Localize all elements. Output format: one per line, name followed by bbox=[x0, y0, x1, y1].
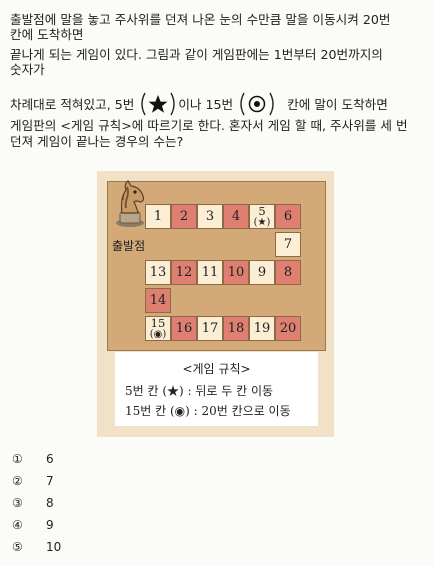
question-line-2: 칸에 도착하면 bbox=[10, 27, 84, 42]
board-cell-19: 19 bbox=[249, 316, 275, 341]
board-cell-5: 5(★) bbox=[249, 204, 275, 229]
question-line-5-part-b: 이나 15번 bbox=[178, 97, 234, 112]
choice-marker: ④ bbox=[12, 518, 23, 532]
board-cell-label: 15(◉) bbox=[149, 315, 167, 340]
choice-5[interactable]: ⑤ 10 bbox=[12, 540, 61, 554]
choice-4[interactable]: ④ 9 bbox=[12, 518, 54, 532]
question-line-6: 게임판의 <게임 규칙>에 따르기로 한다. 혼자서 게임 할 때, 주사위를 … bbox=[10, 118, 408, 133]
board-cell-16: 16 bbox=[171, 316, 197, 341]
board-cell-4: 4 bbox=[223, 204, 249, 229]
board-cell-14: 14 bbox=[145, 288, 171, 313]
choice-marker: ① bbox=[12, 452, 23, 466]
board-cell-15: 15(◉) bbox=[145, 316, 171, 341]
board-cell-17: 17 bbox=[197, 316, 223, 341]
choice-marker: ⑤ bbox=[12, 540, 23, 554]
rule-1: 5번 칸 (★) : 뒤로 두 칸 이동 bbox=[125, 384, 274, 398]
question-line-4: 숫자가 bbox=[10, 62, 45, 77]
choice-marker: ② bbox=[12, 474, 23, 488]
choice-value: 10 bbox=[46, 540, 62, 554]
target-symbol-icon bbox=[237, 91, 277, 120]
board-cell-18: 18 bbox=[223, 316, 249, 341]
question-line-5: 차례대로 적혀있고, 5번 이나 15번 칸에 말이 도착하면 bbox=[10, 91, 426, 120]
board-cell-7: 7 bbox=[275, 232, 301, 257]
question-line-5-part-c: 칸에 말이 도착하면 bbox=[287, 97, 388, 112]
rules-title: <게임 규칙> bbox=[182, 362, 251, 376]
rule-2: 15번 칸 (◉) : 20번 칸으로 이동 bbox=[125, 404, 291, 418]
choice-value: 7 bbox=[46, 474, 54, 488]
start-label: 출발점 bbox=[112, 239, 146, 253]
board-cell-1: 1 bbox=[145, 204, 171, 229]
question-line-1: 출발점에 말을 놓고 주사위를 던져 나온 눈의 수만큼 말을 이동시켜 20번 bbox=[10, 12, 391, 27]
question-line-3: 끝나게 되는 게임이 있다. 그림과 같이 게임판에는 1번부터 20번까지의 bbox=[10, 47, 383, 62]
choice-value: 6 bbox=[46, 452, 54, 466]
choice-value: 8 bbox=[46, 496, 54, 510]
choice-marker: ③ bbox=[12, 496, 23, 510]
board-cell-20: 20 bbox=[275, 316, 301, 341]
board-cell-3: 3 bbox=[197, 204, 223, 229]
board-cell-13: 13 bbox=[145, 260, 171, 285]
game-board-figure: 1 2 3 4 5(★) 6 7 13 12 11 10 9 8 14 15(◉… bbox=[97, 171, 334, 437]
question-line-5-part-a: 차례대로 적혀있고, 5번 bbox=[10, 97, 135, 112]
choice-3[interactable]: ③ 8 bbox=[12, 496, 54, 510]
board-cell-2: 2 bbox=[171, 204, 197, 229]
game-board: 1 2 3 4 5(★) 6 7 13 12 11 10 9 8 14 15(◉… bbox=[107, 180, 326, 351]
board-cell-10: 10 bbox=[223, 260, 249, 285]
board-cell-11: 11 bbox=[197, 260, 223, 285]
choice-value: 9 bbox=[46, 518, 54, 532]
choice-2[interactable]: ② 7 bbox=[12, 474, 54, 488]
board-cell-8: 8 bbox=[275, 260, 301, 285]
choice-1[interactable]: ① 6 bbox=[12, 452, 54, 466]
board-cell-12: 12 bbox=[171, 260, 197, 285]
board-cell-label: 5(★) bbox=[253, 203, 271, 228]
game-rules-box: <게임 규칙> 5번 칸 (★) : 뒤로 두 칸 이동 15번 칸 (◉) :… bbox=[115, 352, 318, 426]
question-line-7: 던져 게임이 끝나는 경우의 수는? bbox=[10, 134, 184, 149]
board-cell-9: 9 bbox=[249, 260, 275, 285]
star-symbol-icon bbox=[138, 91, 178, 120]
board-cell-6: 6 bbox=[275, 204, 301, 229]
horse-piece-icon bbox=[116, 180, 145, 227]
